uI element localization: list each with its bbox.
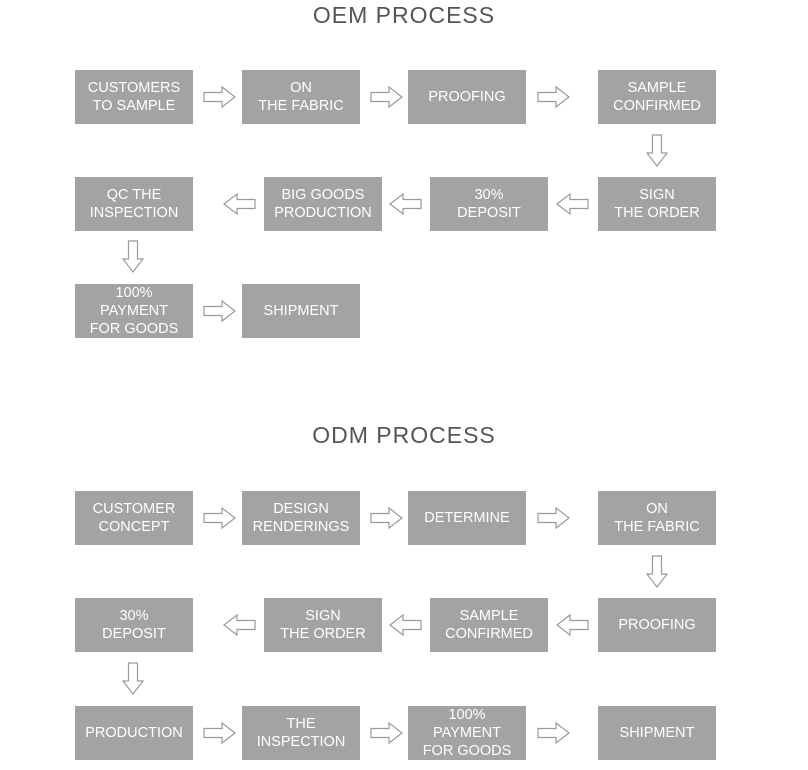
step-label: 100% PAYMENT FOR GOODS bbox=[89, 285, 179, 337]
step-label: SAMPLE CONFIRMED bbox=[613, 80, 701, 114]
down-arrow-icon bbox=[646, 555, 668, 588]
oem-step-on-the-fabric: ON THE FABRIC bbox=[242, 70, 360, 124]
oem-step-customers-to-sample: CUSTOMERS TO SAMPLE bbox=[75, 70, 193, 124]
odm-step-the-inspection: THE INSPECTION bbox=[242, 706, 360, 760]
left-arrow-icon bbox=[389, 614, 422, 636]
oem-step-big-goods-production: BIG GOODS PRODUCTION bbox=[264, 177, 382, 231]
oem-step-deposit: 30% DEPOSIT bbox=[430, 177, 548, 231]
oem-step-qc-inspection: QC THE INSPECTION bbox=[75, 177, 193, 231]
right-arrow-icon bbox=[537, 86, 570, 108]
oem-step-proofing: PROOFING bbox=[408, 70, 526, 124]
step-label: DESIGN RENDERINGS bbox=[252, 501, 350, 535]
odm-step-determine: DETERMINE bbox=[408, 491, 526, 545]
step-label: SHIPMENT bbox=[619, 725, 695, 741]
right-arrow-icon bbox=[370, 507, 403, 529]
step-label: SIGN THE ORDER bbox=[280, 608, 366, 642]
odm-step-sample-confirmed: SAMPLE CONFIRMED bbox=[430, 598, 548, 652]
right-arrow-icon bbox=[370, 86, 403, 108]
odm-step-proofing: PROOFING bbox=[598, 598, 716, 652]
left-arrow-icon bbox=[223, 193, 256, 215]
oem-step-sample-confirmed: SAMPLE CONFIRMED bbox=[598, 70, 716, 124]
step-label: CUSTOMERS TO SAMPLE bbox=[87, 80, 181, 114]
right-arrow-icon bbox=[537, 722, 570, 744]
step-label: ON THE FABRIC bbox=[614, 501, 700, 535]
odm-step-customer-concept: CUSTOMER CONCEPT bbox=[75, 491, 193, 545]
step-label: PRODUCTION bbox=[85, 725, 183, 741]
right-arrow-icon bbox=[370, 722, 403, 744]
oem-process-title: OEM PROCESS bbox=[312, 2, 496, 28]
step-label: SHIPMENT bbox=[263, 303, 339, 319]
right-arrow-icon bbox=[203, 300, 236, 322]
odm-step-on-the-fabric: ON THE FABRIC bbox=[598, 491, 716, 545]
step-label: SAMPLE CONFIRMED bbox=[445, 608, 533, 642]
step-label: CUSTOMER CONCEPT bbox=[92, 501, 176, 535]
left-arrow-icon bbox=[223, 614, 256, 636]
odm-step-production: PRODUCTION bbox=[75, 706, 193, 760]
odm-process-title: ODM PROCESS bbox=[312, 422, 496, 448]
step-label: 30% DEPOSIT bbox=[457, 187, 521, 221]
step-label: DETERMINE bbox=[424, 510, 510, 526]
oem-step-sign-the-order: SIGN THE ORDER bbox=[598, 177, 716, 231]
step-label: PROOFING bbox=[428, 89, 506, 105]
step-label: 30% DEPOSIT bbox=[102, 608, 166, 642]
left-arrow-icon bbox=[556, 614, 589, 636]
step-label: ON THE FABRIC bbox=[258, 80, 344, 114]
oem-step-payment-for-goods: 100% PAYMENT FOR GOODS bbox=[75, 284, 193, 338]
down-arrow-icon bbox=[122, 662, 144, 695]
step-label: PROOFING bbox=[618, 617, 696, 633]
right-arrow-icon bbox=[203, 722, 236, 744]
step-label: SIGN THE ORDER bbox=[614, 187, 700, 221]
odm-step-sign-the-order: SIGN THE ORDER bbox=[264, 598, 382, 652]
oem-step-shipment: SHIPMENT bbox=[242, 284, 360, 338]
odm-step-shipment: SHIPMENT bbox=[598, 706, 716, 760]
step-label: THE INSPECTION bbox=[256, 716, 346, 750]
odm-step-deposit: 30% DEPOSIT bbox=[75, 598, 193, 652]
right-arrow-icon bbox=[537, 507, 570, 529]
right-arrow-icon bbox=[203, 507, 236, 529]
left-arrow-icon bbox=[389, 193, 422, 215]
step-label: 100% PAYMENT FOR GOODS bbox=[422, 707, 512, 759]
step-label: QC THE INSPECTION bbox=[89, 187, 179, 221]
right-arrow-icon bbox=[203, 86, 236, 108]
odm-step-payment-for-goods: 100% PAYMENT FOR GOODS bbox=[408, 706, 526, 760]
odm-step-design-renderings: DESIGN RENDERINGS bbox=[242, 491, 360, 545]
left-arrow-icon bbox=[556, 193, 589, 215]
down-arrow-icon bbox=[646, 134, 668, 167]
down-arrow-icon bbox=[122, 240, 144, 273]
step-label: BIG GOODS PRODUCTION bbox=[274, 187, 372, 221]
